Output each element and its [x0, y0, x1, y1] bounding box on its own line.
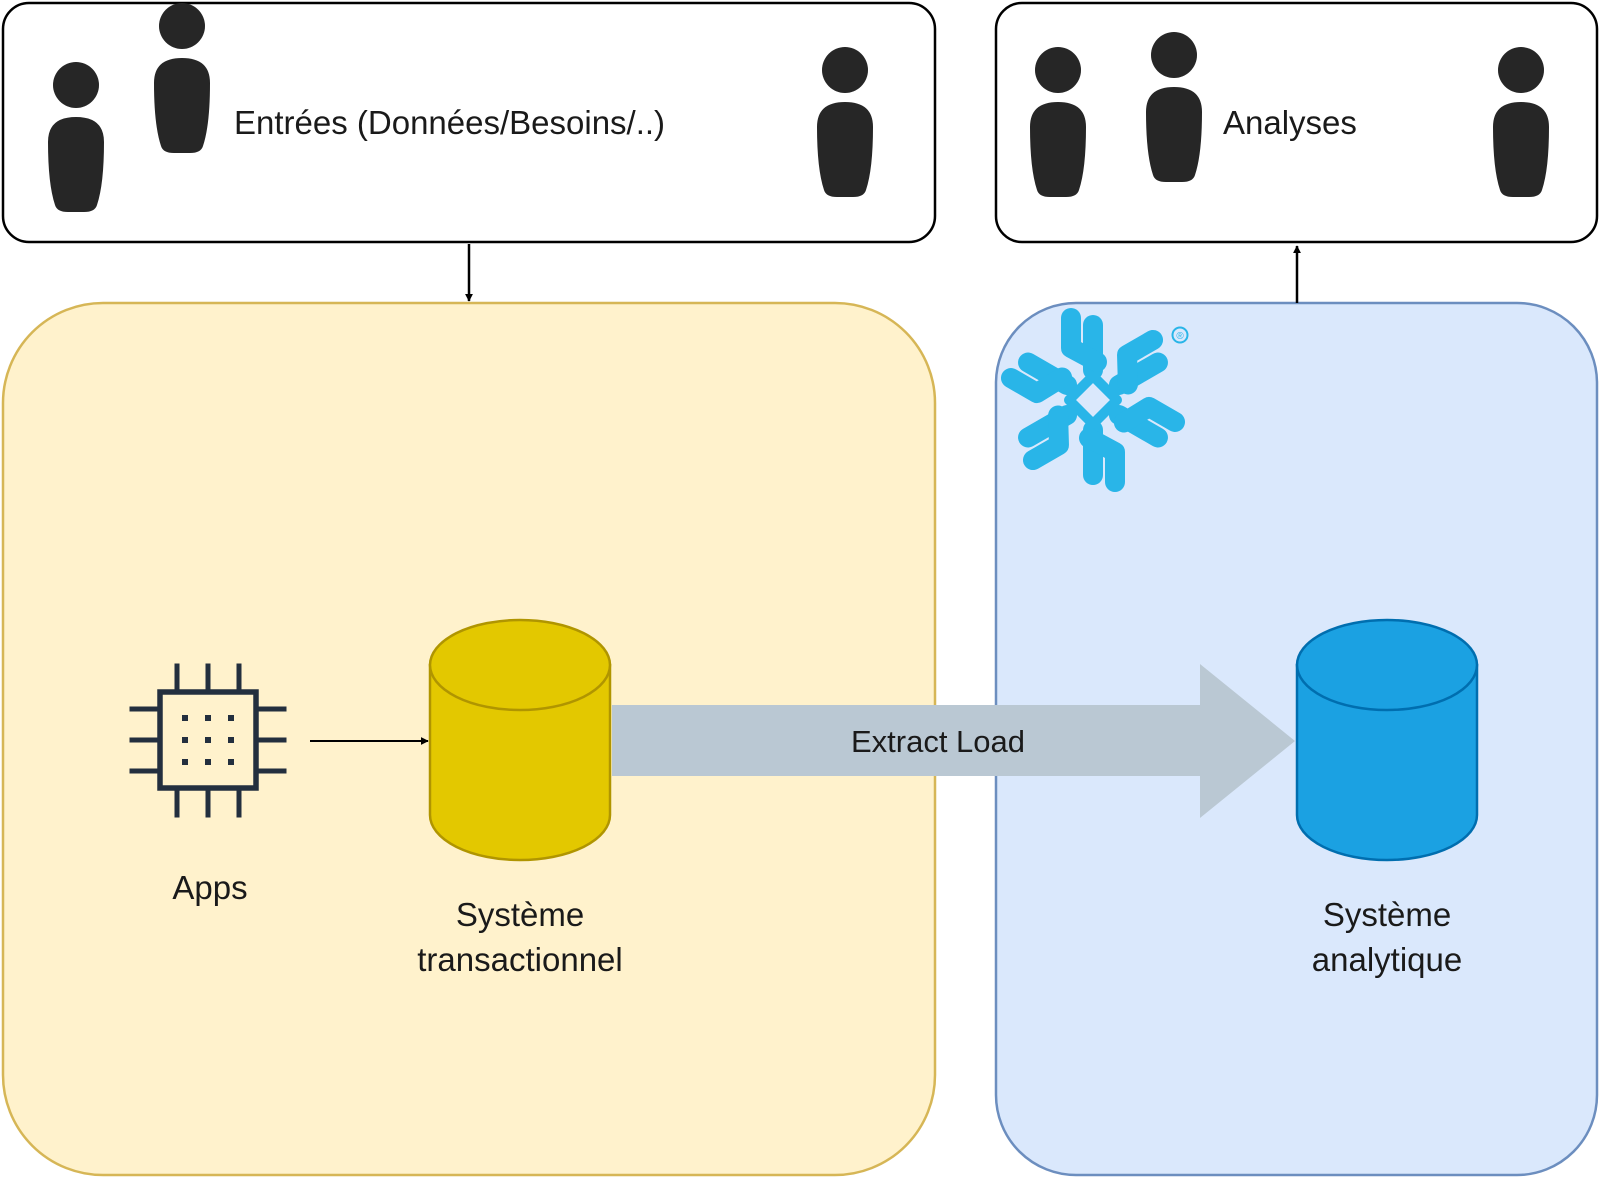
- person-icon: [1030, 47, 1086, 197]
- analyses-label: Analyses: [1223, 104, 1357, 141]
- person-icon: [1493, 47, 1549, 197]
- analytical-db-label-line2: analytique: [1312, 941, 1462, 978]
- apps-label: Apps: [172, 869, 247, 906]
- inputs-label: Entrées (Données/Besoins/..): [234, 104, 665, 141]
- extract-load-arrow: [612, 664, 1295, 818]
- person-icon: [817, 47, 873, 197]
- chip-icon: [129, 663, 287, 818]
- transactional-db-label-line2: transactionnel: [417, 941, 622, 978]
- transactional-db-icon: [428, 618, 612, 862]
- person-icon: [154, 3, 210, 153]
- transactional-db-label-line1: Système: [456, 896, 584, 933]
- analytical-db-icon: [1295, 618, 1479, 862]
- inputs-box: [1, 1, 937, 244]
- person-icon: [1146, 32, 1202, 182]
- person-icon: [48, 62, 104, 212]
- analyses-box: [994, 1, 1599, 244]
- registered-mark: ®: [1171, 326, 1189, 344]
- snowflake-icon: [1000, 308, 1186, 492]
- registered-mark-text: ®: [1176, 331, 1184, 342]
- extract-load-label: Extract Load: [851, 724, 1025, 759]
- analytical-db-label-line1: Système: [1323, 896, 1451, 933]
